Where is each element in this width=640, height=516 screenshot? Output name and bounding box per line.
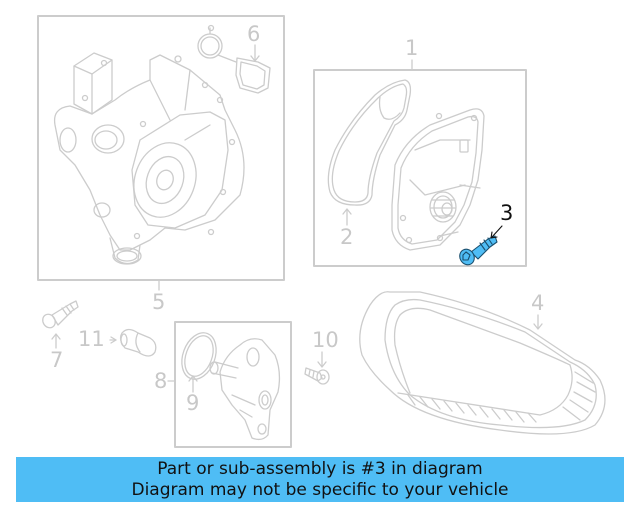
thermostat-housing-icon[interactable] [209,338,281,441]
housing-bolt-icon[interactable] [304,351,330,385]
callout-6[interactable]: 6 [247,22,261,46]
callout-8[interactable]: 8 [154,369,168,393]
banner-part-note: Part or sub-assembly is #3 in diagram [157,458,483,479]
housing-assembly-box [37,15,285,291]
callout-1[interactable]: 1 [405,36,419,60]
callout-4[interactable]: 4 [531,291,545,315]
callout-9[interactable]: 9 [186,391,200,415]
callout-2[interactable]: 2 [340,225,354,249]
water-pump-housing-icon[interactable] [53,52,245,265]
banner-disclaimer: Diagram may not be specific to your vehi… [131,479,509,500]
callout-7[interactable]: 7 [50,348,64,372]
connector-pipe-icon[interactable] [109,328,157,357]
water-pump-icon[interactable] [391,108,485,251]
bolt-icon[interactable] [40,300,79,349]
callout-10[interactable]: 10 [312,328,339,352]
callout-11[interactable]: 11 [78,327,105,351]
housing-gasket-icon[interactable] [197,24,271,94]
info-banner: Part or sub-assembly is #3 in diagram Di… [16,457,624,502]
o-ring-seal-icon[interactable] [176,328,222,393]
water-pump-bolt-icon[interactable] [457,225,503,267]
callout-3[interactable]: 3 [500,201,514,225]
thermostat-housing-box [167,321,292,448]
water-pump-gasket-icon[interactable] [327,79,412,226]
callout-5[interactable]: 5 [152,290,166,314]
water-pump-assembly-box [313,59,527,267]
drive-belt-icon[interactable] [359,291,606,435]
